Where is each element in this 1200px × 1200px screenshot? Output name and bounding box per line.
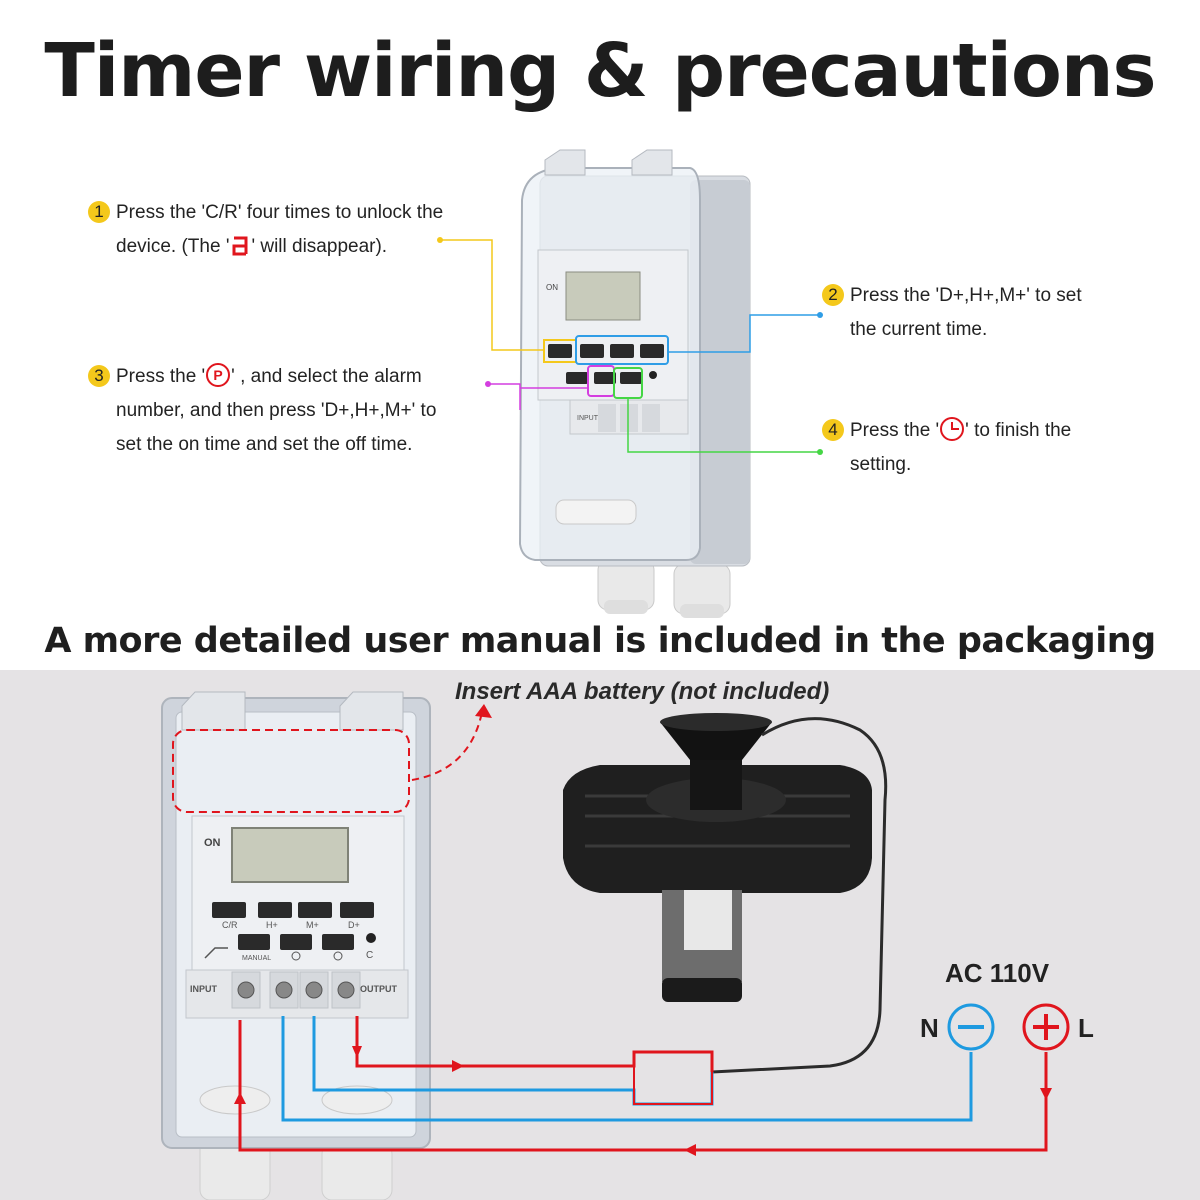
button-cr — [212, 902, 246, 918]
leader-line-4 — [627, 398, 818, 453]
battery-compartment — [172, 729, 410, 813]
button-program — [280, 934, 312, 950]
leader-line-3 — [490, 383, 588, 410]
svg-text:M+: M+ — [306, 920, 319, 930]
pump-cable — [711, 717, 888, 1074]
upper-button-d — [640, 344, 664, 358]
svg-text:D+: D+ — [348, 920, 360, 930]
clock-icon — [940, 417, 965, 441]
svg-text:INPUT: INPUT — [190, 984, 218, 994]
button-h-plus — [258, 902, 292, 918]
live-plus-icon — [1022, 1003, 1070, 1051]
svg-text:OUTPUT: OUTPUT — [360, 984, 398, 994]
upper-button-m — [610, 344, 634, 358]
live-label: L — [1078, 1013, 1094, 1043]
upper-on-label: ON — [546, 283, 558, 292]
upper-button-clock — [620, 372, 642, 384]
step-number-badge: 3 — [88, 365, 110, 387]
svg-text:C: C — [366, 950, 373, 961]
wire-junction — [633, 1051, 713, 1105]
svg-text:C/R: C/R — [222, 920, 238, 930]
neutral-wire-from-source — [281, 1016, 973, 1122]
button-clock — [322, 934, 354, 950]
upper-button-manual — [566, 372, 588, 384]
p-circle-icon: P — [206, 363, 231, 387]
upper-button-cr — [548, 344, 572, 358]
pond-pump — [563, 713, 872, 1002]
battery-note: Insert AAA battery (not included) — [455, 678, 830, 705]
svg-text:INPUT: INPUT — [577, 415, 599, 422]
manual-note: A more detailed user manual is included … — [44, 621, 1156, 661]
on-label: ON — [204, 837, 221, 849]
neutral-minus-icon — [947, 1003, 995, 1051]
neutral-label: N — [920, 1013, 939, 1043]
button-d-plus — [340, 902, 374, 918]
button-manual — [238, 934, 270, 950]
svg-text:P: P — [214, 367, 223, 383]
svg-text:H+: H+ — [266, 920, 278, 930]
upper-button-p — [594, 372, 616, 384]
lcd-screen — [231, 827, 349, 883]
terminal-screws — [231, 971, 361, 1009]
ac-voltage-label: AC 110V — [945, 958, 1050, 988]
page-title: Timer wiring & precautions — [44, 28, 1156, 114]
step-number-badge: 2 — [822, 284, 844, 306]
step-number-badge: 1 — [88, 201, 110, 223]
leader-line-1 — [442, 239, 544, 351]
leader-line-2 — [668, 314, 818, 353]
upper-button-h — [580, 344, 604, 358]
lock-segment-icon — [232, 236, 248, 256]
callout-box-dhm — [575, 335, 669, 365]
step-number-badge: 4 — [822, 419, 844, 441]
button-m-plus — [298, 902, 332, 918]
live-wire-from-source — [238, 1020, 1048, 1152]
upper-lcd-screen — [565, 271, 641, 321]
svg-text:MANUAL: MANUAL — [242, 955, 271, 962]
